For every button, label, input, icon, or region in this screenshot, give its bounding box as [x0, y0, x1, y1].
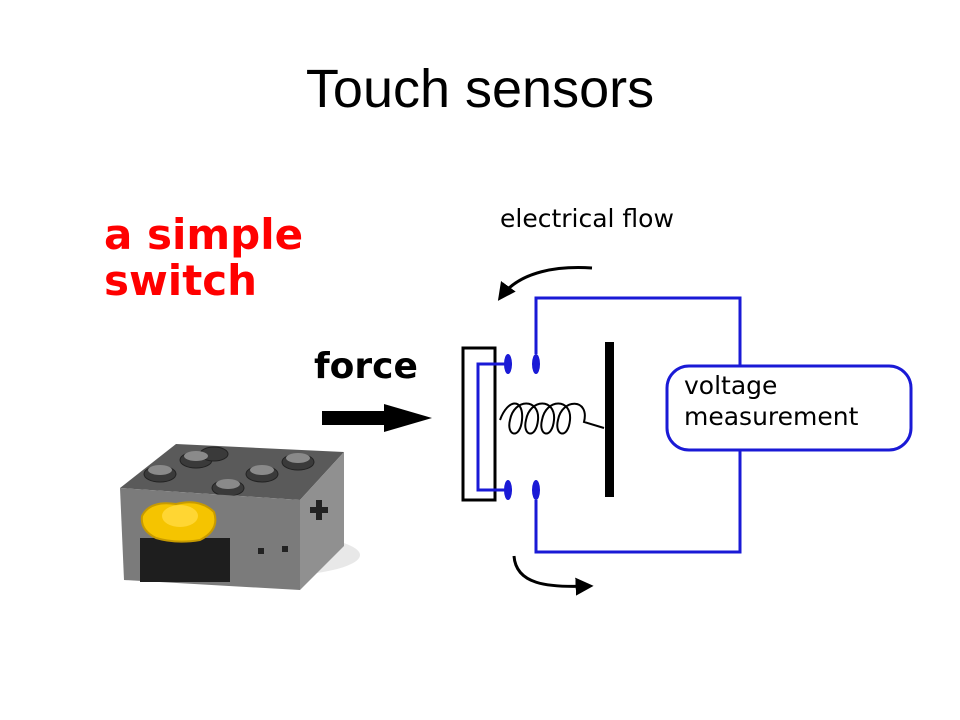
flow-arrow-bottom-icon	[512, 555, 594, 596]
spring-coil	[499, 402, 605, 435]
meter-label-line1: voltage	[684, 371, 778, 400]
circuit-wire	[534, 296, 742, 554]
plunger-contact-wire	[476, 362, 512, 492]
page-title: Touch sensors	[305, 59, 655, 119]
force-label: force	[314, 346, 418, 387]
flow-arrow-top-icon	[497, 266, 593, 301]
lego-touch-sensor-icon	[120, 444, 360, 590]
switch-label-line1: a simple	[104, 210, 304, 259]
electrical-flow-label: electrical flow	[500, 204, 674, 233]
contact-plate	[605, 342, 614, 497]
meter-label-line2: measurement	[684, 402, 859, 431]
plunger-frame	[461, 346, 497, 502]
switch-label: a simple switch	[104, 212, 303, 304]
force-arrow-icon	[322, 404, 432, 432]
contact-points	[504, 354, 540, 500]
voltage-measurement-label: voltage measurement	[684, 370, 858, 432]
switch-label-line2: switch	[104, 256, 258, 305]
voltage-meter-box	[665, 364, 913, 452]
